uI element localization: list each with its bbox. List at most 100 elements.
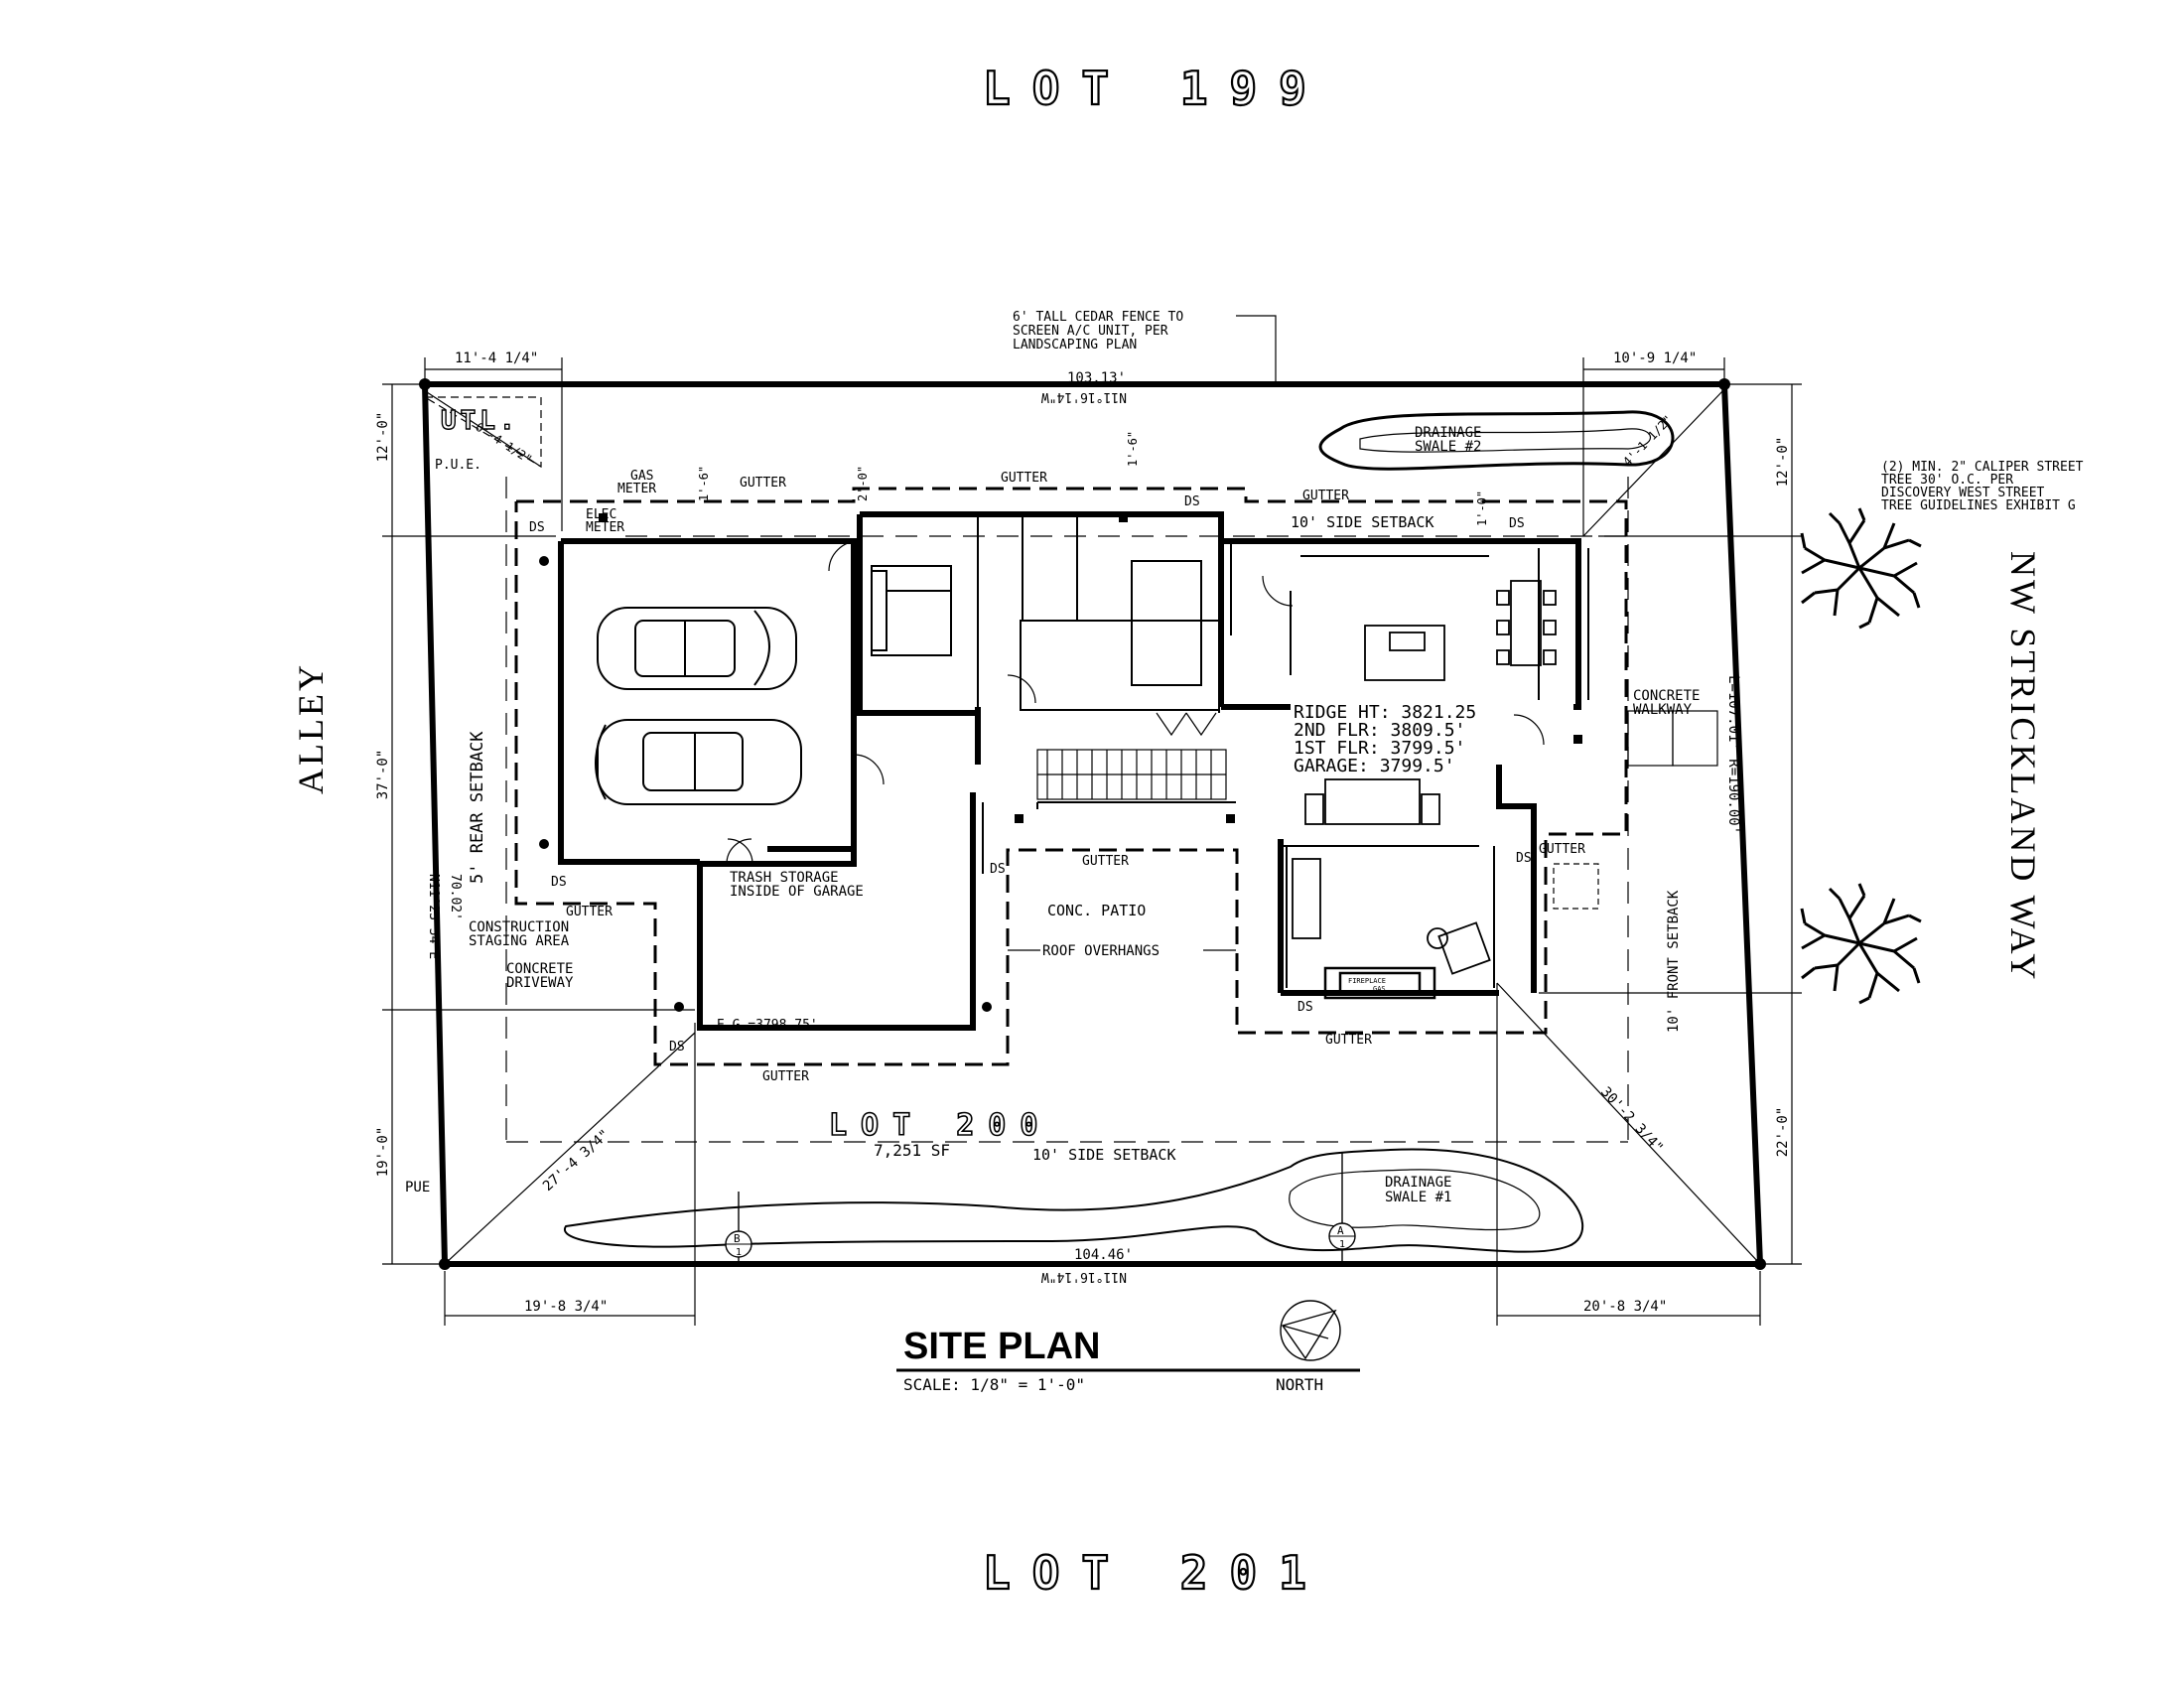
svg-text:INSIDE OF GARAGE: INSIDE OF GARAGE (730, 884, 864, 900)
top-bearing: N11°16'14"W (1041, 389, 1127, 404)
svg-text:GUTTER: GUTTER (1082, 854, 1129, 869)
tree-note: (2) MIN. 2" CALIPER STREET TREE 30' O.C.… (1881, 460, 2084, 513)
svg-text:19'-8 3/4": 19'-8 3/4" (524, 1299, 608, 1315)
svg-text:TREE 30' O.C. PER: TREE 30' O.C. PER (1881, 473, 2013, 488)
svg-text:27'-4 3/4": 27'-4 3/4" (540, 1127, 613, 1195)
street-tree-icon (1800, 507, 1922, 630)
svg-text:19'-0": 19'-0" (375, 1127, 391, 1178)
svg-text:6' TALL CEDAR FENCE TO: 6' TALL CEDAR FENCE TO (1013, 310, 1183, 325)
svg-text:CONC. PATIO: CONC. PATIO (1047, 902, 1146, 919)
svg-text:4'-1 1/2": 4'-1 1/2" (1620, 413, 1675, 470)
dimension-lines (382, 357, 1802, 1326)
svg-text:FIREPLACE: FIREPLACE (1348, 977, 1386, 985)
svg-text:22'-0": 22'-0" (1775, 1107, 1791, 1158)
svg-text:DISCOVERY WEST STREET: DISCOVERY WEST STREET (1881, 486, 2045, 500)
svg-text:12'-0": 12'-0" (1775, 437, 1791, 488)
setback-lines (505, 477, 1629, 1143)
svg-text:GUTTER: GUTTER (1001, 471, 1047, 486)
rear-setback: 5' REAR SETBACK (468, 731, 487, 884)
section-marker-a: A 1 (1328, 1152, 1356, 1261)
svg-text:37'-0": 37'-0" (375, 750, 391, 800)
svg-text:GUTTER: GUTTER (740, 476, 786, 491)
svg-text:ELEC: ELEC (586, 507, 616, 522)
bottom-length: 104.46' (1074, 1247, 1133, 1263)
svg-text:20'-8 3/4": 20'-8 3/4" (1583, 1299, 1667, 1315)
fireplace-icon: FIREPLACE GAS (1323, 966, 1436, 1000)
street-label: NW STRICKLAND WAY (2003, 551, 2043, 982)
svg-text:P.U.E.: P.U.E. (435, 458, 481, 473)
house-walls (558, 511, 1581, 1031)
svg-text:2'-0": 2'-0" (856, 466, 870, 501)
bed-icon (871, 565, 952, 656)
svg-text:DS: DS (529, 520, 545, 535)
svg-text:GUTTER: GUTTER (1325, 1033, 1372, 1048)
svg-text:CONCRETE: CONCRETE (506, 961, 573, 977)
svg-text:GUTTER: GUTTER (762, 1069, 809, 1084)
area-labels: TRASH STORAGE INSIDE OF GARAGE CONC. PAT… (469, 870, 1160, 1033)
lot-200-label: LOT 200 (829, 1108, 1051, 1143)
fence-note: 6' TALL CEDAR FENCE TO SCREEN A/C UNIT, … (1013, 310, 1277, 382)
svg-text:1: 1 (736, 1247, 742, 1258)
left-length: 70.02' (448, 874, 463, 920)
svg-text:1'-6": 1'-6" (1126, 431, 1140, 467)
svg-text:RIDGE HT: 3821.25: RIDGE HT: 3821.25 (1294, 702, 1476, 723)
svg-text:CONSTRUCTION: CONSTRUCTION (469, 919, 569, 935)
drainage-swale-2: DRAINAGE SWALE #2 (1318, 410, 1675, 471)
svg-text:DS: DS (1297, 1000, 1313, 1015)
svg-text:GUTTER: GUTTER (1302, 489, 1349, 503)
svg-text:DRIVEWAY: DRIVEWAY (506, 975, 574, 991)
side-setback-bottom: 10' SIDE SETBACK (1032, 1146, 1176, 1164)
svg-text:GAS: GAS (630, 469, 653, 484)
sofa-icon (1304, 778, 1440, 825)
svg-text:11'-4 1/4": 11'-4 1/4" (455, 351, 538, 366)
svg-text:30'-2 3/4": 30'-2 3/4" (1597, 1084, 1666, 1157)
side-setback-top: 10' SIDE SETBACK (1291, 513, 1434, 531)
dining-table-icon (1496, 580, 1557, 666)
section-marker-b: B 1 (725, 1192, 752, 1261)
svg-text:1'-6": 1'-6" (697, 466, 711, 501)
svg-text:SCREEN A/C UNIT, PER: SCREEN A/C UNIT, PER (1013, 324, 1168, 339)
svg-text:A: A (1337, 1224, 1344, 1237)
north-arrow-icon (1280, 1300, 1341, 1361)
kitchen-island-icon (1364, 625, 1445, 681)
svg-text:GAS: GAS (1373, 985, 1386, 993)
right-curve: L=107.01' R=190.00' (1725, 675, 1741, 834)
svg-text:DS: DS (1184, 494, 1200, 509)
svg-text:B: B (734, 1232, 741, 1245)
gutter-labels: GUTTER GUTTER GUTTER GUTTER GUTTER GUTTE… (566, 471, 1585, 1084)
bottom-bearing: N11°16'14"W (1041, 1269, 1127, 1284)
svg-text:(2) MIN. 2" CALIPER STREET: (2) MIN. 2" CALIPER STREET (1881, 460, 2084, 475)
svg-text:GUTTER: GUTTER (1539, 842, 1585, 857)
svg-text:DS: DS (1509, 516, 1525, 531)
svg-text:2ND FLR: 3809.5': 2ND FLR: 3809.5' (1294, 720, 1465, 741)
svg-text:CONCRETE: CONCRETE (1633, 688, 1700, 704)
svg-text:DS: DS (990, 862, 1006, 877)
door-swings (726, 540, 1545, 865)
armchair-icon (1427, 921, 1491, 975)
interior-walls (977, 514, 1589, 988)
downspout-labels: DS DS DS DS DS DS DS DS (529, 494, 1532, 1055)
lot-201-label: LOT 201 (983, 1546, 1328, 1600)
lot-area: 7,251 SF (874, 1141, 950, 1160)
svg-text:METER: METER (617, 482, 656, 496)
drainage-swale-1: DRAINAGE SWALE #1 (563, 1148, 1584, 1253)
svg-text:LANDSCAPING PLAN: LANDSCAPING PLAN (1013, 338, 1137, 352)
svg-text:DRAINAGE: DRAINAGE (1415, 425, 1481, 441)
elevation-labels: RIDGE HT: 3821.25 2ND FLR: 3809.5' 1ST F… (1294, 702, 1476, 776)
svg-text:DS: DS (1516, 851, 1532, 866)
utility-easement: UTL. P.U.E. PUE (405, 396, 542, 1196)
street-tree-icon (1800, 883, 1922, 1005)
svg-text:GARAGE: 3799.5': GARAGE: 3799.5' (1294, 756, 1455, 776)
svg-text:SWALE #2: SWALE #2 (1415, 439, 1481, 455)
sofa-icon (1292, 858, 1321, 939)
svg-text:DS: DS (669, 1040, 685, 1055)
concrete-walkway: CONCRETE WALKWAY (1553, 688, 1718, 910)
svg-text:1: 1 (1339, 1239, 1345, 1250)
svg-text:ROOF OVERHANGS: ROOF OVERHANGS (1042, 943, 1160, 959)
svg-text:E.G.=3798.75': E.G.=3798.75' (717, 1018, 818, 1033)
svg-text:METER: METER (586, 520, 624, 535)
svg-text:1ST FLR: 3799.5': 1ST FLR: 3799.5' (1294, 738, 1465, 759)
title-text: SITE PLAN (903, 1326, 1100, 1367)
posts (539, 513, 1582, 1012)
